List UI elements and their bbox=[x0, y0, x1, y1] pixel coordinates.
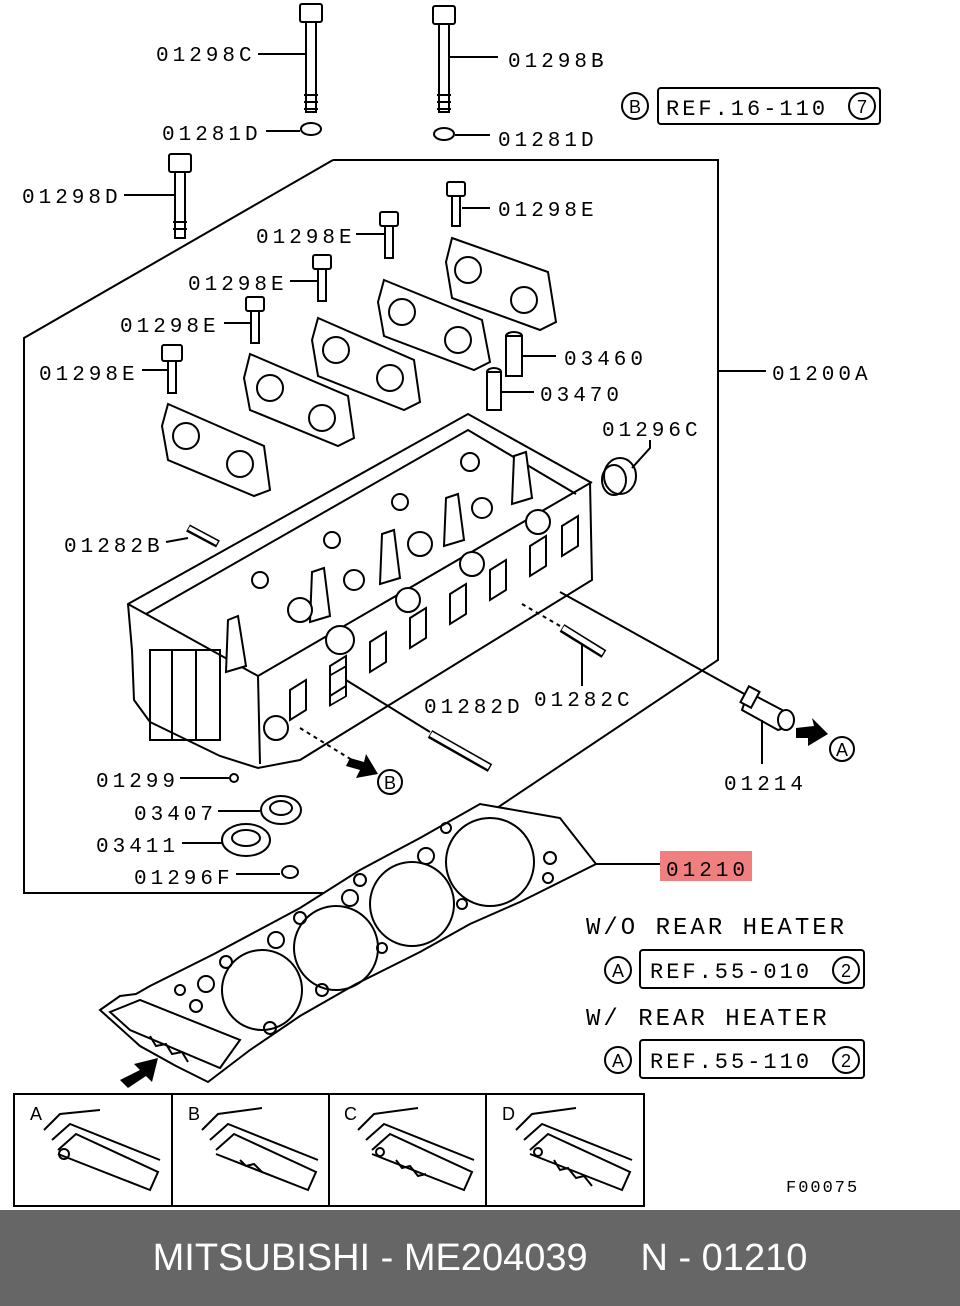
label-01298E-5: 01298E bbox=[39, 364, 139, 387]
label-01296F: 01296F bbox=[134, 868, 234, 891]
marker-a-circle bbox=[829, 736, 855, 762]
washer-01281D-left bbox=[300, 122, 322, 136]
ref-b-circle-icon bbox=[621, 92, 649, 120]
arrow-b bbox=[346, 754, 378, 778]
stud-01282D bbox=[427, 730, 493, 772]
ref-a2-circle-icon bbox=[604, 1046, 632, 1074]
dowel-03460 bbox=[505, 331, 523, 377]
label-01214: 01214 bbox=[724, 774, 807, 797]
marker-a: A bbox=[836, 740, 848, 760]
camshaft-cap-3 bbox=[310, 316, 422, 412]
ref-a1-letter: A bbox=[612, 961, 624, 981]
head-gasket-01210 bbox=[98, 802, 598, 1084]
dowel-03470 bbox=[486, 367, 502, 411]
plug-01296F bbox=[281, 865, 299, 879]
gasket-arrow bbox=[120, 1058, 158, 1088]
ref-a1-box bbox=[639, 949, 865, 989]
ref-b-num: 7 bbox=[857, 97, 867, 117]
label-01298E-3: 01298E bbox=[188, 274, 288, 297]
ref-a1-circle-icon bbox=[604, 956, 632, 984]
ref-a2-num: 2 bbox=[841, 1051, 851, 1071]
ref-a2-num-circle bbox=[832, 1046, 860, 1074]
label-01282D: 01282D bbox=[424, 697, 524, 720]
stud-01282C bbox=[559, 624, 607, 658]
camshaft-cap-1 bbox=[444, 236, 558, 332]
washer-01281D-right bbox=[433, 127, 455, 141]
label-01298E-1: 01298E bbox=[498, 200, 598, 223]
bolt-01298E-3 bbox=[312, 254, 332, 302]
ref-b-box bbox=[657, 87, 881, 125]
bolt-01298E-2 bbox=[379, 211, 399, 259]
label-01298D: 01298D bbox=[22, 187, 122, 210]
ref-a1-num: 2 bbox=[841, 961, 851, 981]
label-01210: 01210 bbox=[666, 860, 749, 883]
detail-view-c-label: C bbox=[344, 1104, 357, 1124]
detail-view-a-label: A bbox=[30, 1104, 42, 1124]
bolt-01298E-4 bbox=[245, 296, 265, 344]
camshaft-cap-5 bbox=[160, 402, 272, 498]
label-03411: 03411 bbox=[96, 836, 179, 859]
label-03460: 03460 bbox=[564, 349, 647, 372]
heading-wo-rear-heater: W/O REAR HEATER bbox=[586, 915, 847, 942]
footer-text: MITSUBISHI - ME204039 N - 01210 bbox=[152, 1236, 808, 1279]
label-01298E-4: 01298E bbox=[120, 316, 220, 339]
ref-a1-num-circle bbox=[832, 956, 860, 984]
label-01282C: 01282C bbox=[534, 690, 634, 713]
label-03407: 03407 bbox=[134, 804, 217, 827]
bolt-01298E-1 bbox=[446, 181, 466, 227]
bolt-01298D bbox=[168, 153, 192, 239]
bolt-01298C bbox=[299, 3, 323, 113]
detail-view-b-label: B bbox=[188, 1104, 200, 1124]
seal-03411 bbox=[221, 823, 271, 857]
bolt-01298B bbox=[432, 5, 456, 113]
ref-b-num-circle bbox=[848, 92, 876, 120]
figure-code: F00075 bbox=[786, 1179, 859, 1198]
label-03470: 03470 bbox=[540, 385, 623, 408]
marker-b-circle bbox=[377, 769, 403, 795]
ref-a2-letter: A bbox=[612, 1051, 624, 1071]
label-01282B: 01282B bbox=[64, 536, 164, 559]
ref-a2-text: REF.55-110 bbox=[650, 1050, 812, 1075]
label-01298C: 01298C bbox=[156, 45, 256, 68]
ref-a2-box bbox=[639, 1039, 865, 1079]
label-01298E-2: 01298E bbox=[256, 227, 356, 250]
label-01298B: 01298B bbox=[508, 51, 608, 74]
label-01200A: 01200A bbox=[772, 364, 872, 387]
label-01299: 01299 bbox=[96, 771, 179, 794]
detail-view-d-label: D bbox=[502, 1104, 515, 1124]
stud-01282B bbox=[186, 524, 220, 548]
part-number-footer: MITSUBISHI - ME204039 N - 01210 bbox=[0, 1210, 960, 1306]
bolt-01298E-5 bbox=[161, 344, 183, 394]
parts-diagram: 01298C 01298B 01281D 01281D 01298D 01298… bbox=[13, 3, 881, 1207]
detail-views: A B C D bbox=[13, 1093, 645, 1207]
ref-a1-text: REF.55-010 bbox=[650, 960, 812, 985]
plug-01296C bbox=[601, 457, 637, 496]
fitting-01214 bbox=[739, 684, 795, 732]
ref-b-letter: B bbox=[629, 97, 641, 117]
seal-03407 bbox=[260, 795, 302, 825]
highlight-01210 bbox=[660, 851, 752, 881]
marker-b: B bbox=[384, 773, 396, 793]
label-01281D-left: 01281D bbox=[162, 124, 262, 147]
ref-b-text: REF.16-110 bbox=[666, 97, 828, 122]
cylinder-head bbox=[126, 412, 594, 770]
camshaft-cap-2 bbox=[376, 278, 492, 372]
heading-w-rear-heater: W/ REAR HEATER bbox=[586, 1006, 830, 1033]
label-01281D-right: 01281D bbox=[498, 130, 598, 153]
plug-01299 bbox=[229, 773, 239, 783]
arrow-a bbox=[796, 718, 828, 746]
label-01296C: 01296C bbox=[602, 420, 702, 443]
camshaft-cap-4 bbox=[242, 352, 356, 448]
